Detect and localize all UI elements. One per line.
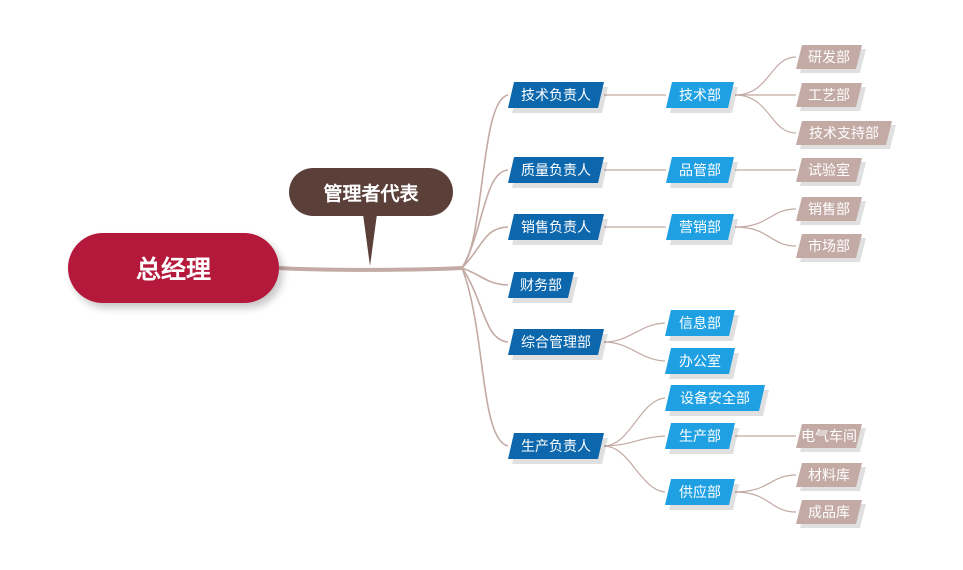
node-electrical-workshop[interactable]: 电气车间	[796, 424, 862, 448]
node-process-dept[interactable]: 工艺部	[796, 83, 862, 107]
node-lab[interactable]: 试验室	[796, 158, 862, 182]
node-equipment-safety-dept[interactable]: 设备安全部	[665, 385, 765, 411]
node-tech-dept[interactable]: 技术部	[666, 82, 734, 108]
node-sales-dept[interactable]: 销售部	[796, 197, 862, 221]
callout-node[interactable]: 管理者代表	[289, 168, 453, 216]
node-production-lead[interactable]: 生产负责人	[508, 433, 604, 459]
node-finance[interactable]: 财务部	[508, 272, 574, 298]
node-admin[interactable]: 综合管理部	[508, 329, 604, 355]
node-sales-lead[interactable]: 销售负责人	[508, 214, 604, 240]
node-qc-dept[interactable]: 品管部	[666, 157, 734, 183]
node-material-warehouse[interactable]: 材料库	[796, 463, 862, 487]
node-supply-dept[interactable]: 供应部	[665, 479, 735, 505]
root-node[interactable]: 总经理	[68, 233, 279, 303]
node-production-dept[interactable]: 生产部	[665, 423, 735, 449]
callout-pointer	[363, 214, 377, 266]
node-tech-support-dept[interactable]: 技术支持部	[796, 121, 892, 145]
node-finished-goods-warehouse[interactable]: 成品库	[796, 500, 862, 524]
node-market-dept[interactable]: 市场部	[796, 234, 862, 258]
node-marketing-dept[interactable]: 营销部	[666, 214, 734, 240]
node-info-dept[interactable]: 信息部	[665, 310, 735, 336]
node-quality-lead[interactable]: 质量负责人	[508, 157, 604, 183]
node-rnd-dept[interactable]: 研发部	[796, 45, 862, 69]
node-office[interactable]: 办公室	[665, 348, 735, 374]
node-tech-lead[interactable]: 技术负责人	[508, 82, 604, 108]
